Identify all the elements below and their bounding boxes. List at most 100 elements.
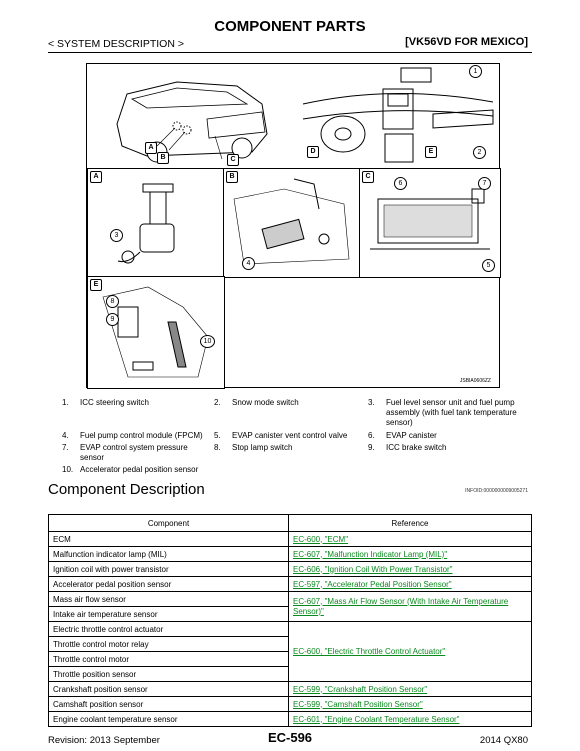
callout-5: 5 xyxy=(482,259,495,272)
vehicle-overview-panel: A B C xyxy=(87,64,293,168)
reference-link[interactable]: EC-606, "Ignition Coil With Power Transi… xyxy=(293,564,453,574)
legend-num: 5. xyxy=(214,431,221,440)
panel-b: B 4 xyxy=(223,168,361,278)
callout-c: C xyxy=(227,154,239,166)
page-title: COMPONENT PARTS xyxy=(214,18,366,35)
component-cell: Throttle control motor xyxy=(48,651,289,667)
legend-num: 3. xyxy=(368,398,375,407)
vehicle-illustration xyxy=(116,81,268,163)
reference-cell: EC-597, "Accelerator Pedal Position Sens… xyxy=(288,576,532,592)
table-row: Camshaft position sensor EC-599, "Camsha… xyxy=(48,696,532,712)
reference-link[interactable]: EC-601, "Engine Coolant Temperature Sens… xyxy=(293,714,460,724)
table-row: Crankshaft position sensor EC-599, "Cran… xyxy=(48,681,532,697)
component-cell: Throttle control motor relay xyxy=(48,636,289,652)
table-row: Ignition coil with power transistor EC-6… xyxy=(48,561,532,577)
panel-c-label: C xyxy=(362,171,374,183)
callout-e: E xyxy=(425,146,437,158)
panel-a: A 3 xyxy=(87,168,225,278)
reference-cell: EC-599, "Camshaft Position Sensor" xyxy=(288,696,532,712)
page-number: EC-596 xyxy=(267,730,313,745)
reference-cell: EC-600, "ECM" xyxy=(288,531,532,547)
reference-cell: EC-599, "Crankshaft Position Sensor" xyxy=(288,681,532,697)
callout-9: 9 xyxy=(106,313,119,326)
legend-text: EVAP control system pressure sensor xyxy=(80,443,188,462)
panel-e-label: E xyxy=(90,279,102,291)
table-row: Mass air flow sensor EC-607, "Mass Air F… xyxy=(48,591,532,622)
column-header-component: Component xyxy=(48,514,289,532)
footer-revision: Revision: 2013 September xyxy=(48,735,160,746)
callout-b: B xyxy=(157,152,169,164)
reference-cell: EC-607, "Malfunction Indicator Lamp (MIL… xyxy=(288,546,532,562)
legend-text: ICC steering switch xyxy=(80,398,149,407)
pedal-illustration xyxy=(102,286,209,378)
reference-cell: EC-601, "Engine Coolant Temperature Sens… xyxy=(288,711,532,727)
reference-cell: EC-606, "Ignition Coil With Power Transi… xyxy=(288,561,532,577)
legend-text: ICC brake switch xyxy=(386,443,447,452)
callout-8: 8 xyxy=(106,295,119,308)
table-row: Electric throttle control actuator EC-60… xyxy=(48,621,532,682)
callout-6: 6 xyxy=(394,177,407,190)
dashboard-panel: D E 1 2 xyxy=(293,64,499,168)
component-cell: Crankshaft position sensor xyxy=(48,681,289,697)
callout-4: 4 xyxy=(242,257,255,270)
panel-b-label: B xyxy=(226,171,238,183)
legend-num: 7. xyxy=(62,443,69,452)
reference-link[interactable]: EC-597, "Accelerator Pedal Position Sens… xyxy=(293,579,452,589)
fpcm-illustration xyxy=(233,178,350,265)
table-row: Accelerator pedal position sensor EC-597… xyxy=(48,576,532,592)
component-cell: Mass air flow sensor xyxy=(48,591,289,607)
component-cell: Electric throttle control actuator xyxy=(48,621,289,637)
component-cell: Accelerator pedal position sensor xyxy=(48,576,289,592)
header-divider xyxy=(48,52,532,53)
legend-text: EVAP canister vent control valve xyxy=(232,431,348,440)
evap-canister-illustration xyxy=(370,188,490,250)
legend-num: 10. xyxy=(62,465,74,474)
legend-text: Fuel level sensor unit and fuel pump ass… xyxy=(386,398,517,427)
legend-text: Snow mode switch xyxy=(232,398,299,407)
section-breadcrumb: < SYSTEM DESCRIPTION > xyxy=(48,38,184,50)
reference-link[interactable]: EC-599, "Camshaft Position Sensor" xyxy=(293,699,423,709)
component-cell: Engine coolant temperature sensor xyxy=(48,711,289,727)
footer-model-year: 2014 QX80 xyxy=(479,735,528,746)
table-row: Engine coolant temperature sensor EC-601… xyxy=(48,711,532,727)
component-cell: ECM xyxy=(48,531,289,547)
reference-link[interactable]: EC-607, "Mass Air Flow Sensor (With Inta… xyxy=(293,596,509,616)
reference-link[interactable]: EC-607, "Malfunction Indicator Lamp (MIL… xyxy=(293,549,448,559)
diagram-code: JSBIA0606ZZ xyxy=(459,378,491,384)
panel-a-label: A xyxy=(90,171,102,183)
legend-num: 2. xyxy=(214,398,221,407)
callout-10: 10 xyxy=(200,335,215,348)
callout-7: 7 xyxy=(478,177,491,190)
legend-text: Accelerator pedal position sensor xyxy=(80,465,199,474)
column-header-reference: Reference xyxy=(288,514,532,532)
table-header-row: Component Reference xyxy=(48,514,532,532)
legend-text: Fuel pump control module (FPCM) xyxy=(80,431,203,440)
component-reference-table: Component Reference ECM EC-600, "ECM" Ma… xyxy=(48,514,532,727)
dashboard-illustration xyxy=(302,67,494,163)
callout-2: 2 xyxy=(473,146,486,159)
component-description-heading: Component Description xyxy=(48,481,205,498)
panel-c: C 6 7 5 xyxy=(359,168,501,278)
component-cell: Ignition coil with power transistor xyxy=(48,561,289,577)
component-cell: Intake air temperature sensor xyxy=(48,606,289,622)
legend-num: 8. xyxy=(214,443,221,452)
table-row: Malfunction indicator lamp (MIL) EC-607,… xyxy=(48,546,532,562)
callout-1-top: 1 xyxy=(469,65,482,78)
info-id: INFOID:0000000009005271 xyxy=(465,488,528,494)
reference-link[interactable]: EC-600, "ECM" xyxy=(293,534,349,544)
model-label: [VK56VD FOR MEXICO] xyxy=(405,36,528,48)
legend-text: EVAP canister xyxy=(386,431,437,440)
callout-d: D xyxy=(307,146,319,158)
legend-num: 1. xyxy=(62,398,69,407)
reference-cell: EC-607, "Mass Air Flow Sensor (With Inta… xyxy=(288,591,532,622)
reference-link[interactable]: EC-599, "Crankshaft Position Sensor" xyxy=(293,684,428,694)
component-cell: Throttle position sensor xyxy=(48,666,289,682)
callout-a: A xyxy=(145,142,157,154)
legend-num: 6. xyxy=(368,431,375,440)
component-cell: Malfunction indicator lamp (MIL) xyxy=(48,546,289,562)
reference-cell: EC-600, "Electric Throttle Control Actua… xyxy=(288,621,532,682)
legend-num: 9. xyxy=(368,443,375,452)
reference-link[interactable]: EC-600, "Electric Throttle Control Actua… xyxy=(293,647,446,656)
component-location-diagram: A B C D E 1 2 A 3 xyxy=(86,63,501,389)
fuel-pump-illustration xyxy=(117,183,175,264)
